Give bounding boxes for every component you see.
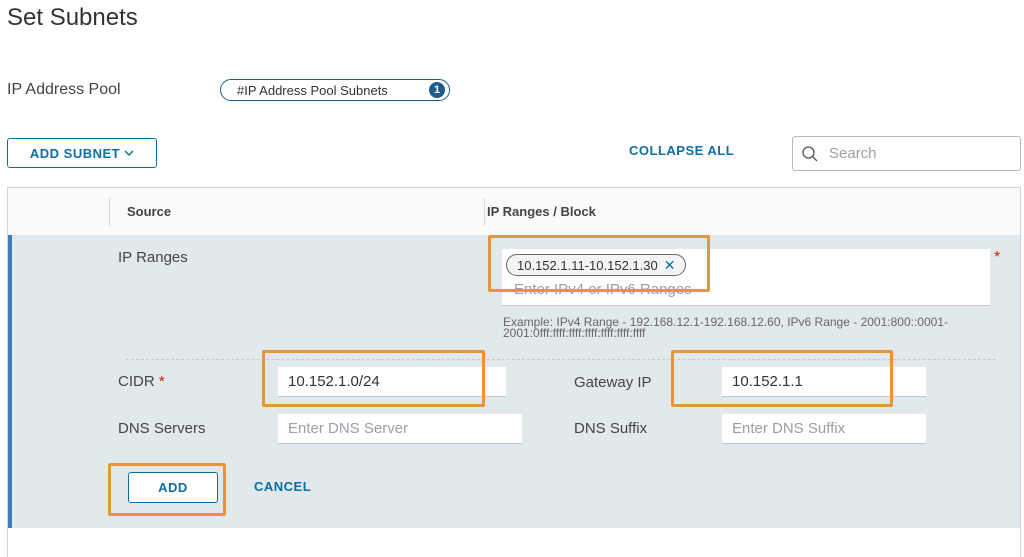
cidr-label-text: CIDR: [118, 373, 155, 390]
cidr-input[interactable]: [278, 367, 506, 397]
column-header-ip-ranges-block[interactable]: IP Ranges / Block: [487, 204, 596, 219]
search-box: [792, 136, 1021, 171]
ip-ranges-field[interactable]: 10.152.1.11-10.152.1.30 ✕ Enter IPv4 or …: [502, 249, 990, 306]
form-divider: [126, 359, 996, 360]
add-subnet-label: ADD SUBNET: [29, 145, 121, 161]
cancel-button[interactable]: CANCEL: [254, 479, 312, 494]
ip-address-pool-pill-label: #IP Address Pool Subnets: [237, 82, 388, 98]
grid-header: Source IP Ranges / Block: [8, 188, 1020, 236]
ip-range-tag-label: 10.152.1.11-10.152.1.30: [517, 257, 658, 273]
ip-address-pool-pill[interactable]: #IP Address Pool Subnets 1: [220, 79, 450, 101]
column-separator: [109, 198, 110, 226]
ip-ranges-label: IP Ranges: [118, 249, 188, 266]
ip-address-pool-label: IP Address Pool: [7, 81, 121, 98]
dns-servers-input[interactable]: [278, 414, 522, 444]
dns-servers-label: DNS Servers: [118, 420, 206, 437]
ip-ranges-example-text: Example: IPv4 Range - 192.168.12.1-192.1…: [503, 315, 948, 340]
page-title: Set Subnets: [7, 4, 138, 31]
dns-suffix-input[interactable]: [722, 414, 926, 444]
add-subnet-form: IP Ranges 10.152.1.11-10.152.1.30 ✕ Ente…: [8, 235, 1020, 528]
cidr-label: CIDR *: [118, 373, 165, 390]
add-button[interactable]: ADD: [128, 472, 218, 503]
gateway-ip-input[interactable]: [722, 367, 926, 397]
search-icon: [802, 145, 818, 161]
column-separator: [484, 198, 485, 226]
gateway-ip-label: Gateway IP: [574, 374, 652, 391]
ip-range-tag: 10.152.1.11-10.152.1.30 ✕: [506, 254, 687, 276]
ip-address-pool-count-badge: 1: [429, 82, 445, 98]
search-input[interactable]: [827, 144, 1011, 163]
close-icon[interactable]: ✕: [663, 256, 676, 273]
collapse-all-button[interactable]: COLLAPSE ALL: [629, 143, 735, 158]
chevron-down-icon: [124, 150, 134, 156]
ip-ranges-required-mark: *: [994, 249, 1001, 266]
subnets-grid: Source IP Ranges / Block IP Ranges 10.15…: [7, 187, 1021, 557]
ip-ranges-placeholder: Enter IPv4 or IPv6 Ranges: [514, 281, 692, 298]
dns-suffix-label: DNS Suffix: [574, 420, 648, 437]
cidr-required-mark: *: [158, 373, 165, 390]
add-subnet-button[interactable]: ADD SUBNET: [7, 138, 157, 168]
column-header-source[interactable]: Source: [127, 204, 172, 219]
